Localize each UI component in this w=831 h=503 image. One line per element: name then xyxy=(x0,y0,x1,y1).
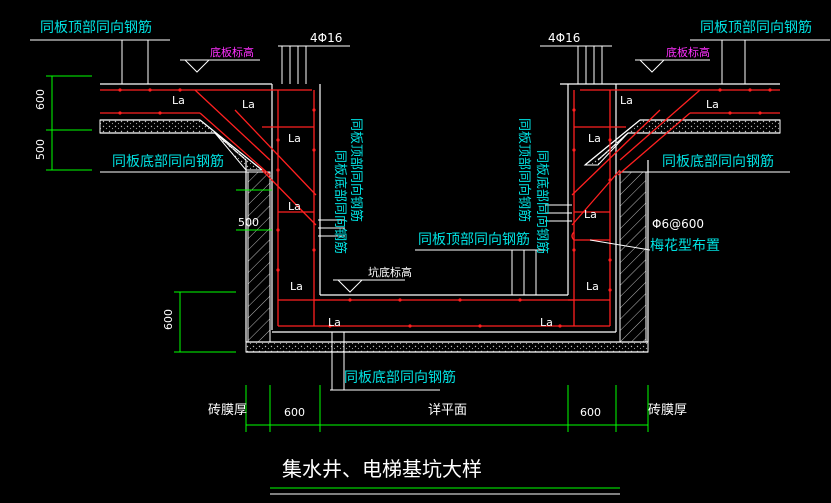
label-la-5: La xyxy=(290,280,303,293)
label-pit-bottom-elev: 坑底标高 xyxy=(368,265,412,279)
rebar-sections xyxy=(118,88,772,328)
label-detail-plan: 详平面 xyxy=(428,403,467,418)
label-la-6: La xyxy=(328,316,341,329)
elevation-markers xyxy=(180,59,710,293)
brick-mould-walls xyxy=(247,171,647,343)
label-tie-layout: 梅花型布置 xyxy=(650,238,720,254)
label-vertical-rebar-right-1: 同板顶部同向钢筋 xyxy=(516,118,532,222)
lean-concrete-layer xyxy=(99,119,781,353)
label-slab-bottom-elev-left: 底板标高 xyxy=(210,45,254,59)
label-la-9: La xyxy=(588,132,601,145)
label-vertical-rebar-left-2: 同板底部同向钢筋 xyxy=(332,150,348,254)
dim-500-mid: 500 xyxy=(238,216,259,229)
label-top-rebar-left: 同板顶部同向钢筋 xyxy=(40,19,152,36)
label-slab-bottom-elev-right: 底板标高 xyxy=(666,45,710,59)
label-tie-bar: Φ6@600 xyxy=(652,217,704,231)
leader-lines xyxy=(30,39,830,391)
label-bars-right: 4Φ16 xyxy=(548,31,580,45)
label-bottom-rebar-right: 同板底部同向钢筋 xyxy=(662,153,774,170)
label-la-4: La xyxy=(288,200,301,213)
label-la-3: La xyxy=(288,132,301,145)
label-brick-right: 砖膜厚 xyxy=(648,403,687,418)
label-bottom-rebar-left: 同板底部同向钢筋 xyxy=(112,153,224,170)
label-top-rebar-right: 同板顶部同向钢筋 xyxy=(700,19,812,36)
label-brick-left: 砖膜厚 xyxy=(208,403,247,418)
label-top-rebar-center: 同板顶部同向钢筋 xyxy=(418,231,530,248)
title-underline xyxy=(270,487,620,495)
label-vertical-rebar-right-2: 同板底部同向钢筋 xyxy=(534,150,550,254)
label-la-8: La xyxy=(706,98,719,111)
dim-600-left: 600 xyxy=(162,309,175,330)
rebar-lines xyxy=(100,89,780,327)
label-la-10: La xyxy=(584,208,597,221)
label-la-7: La xyxy=(620,94,633,107)
dim-600-bottom-right: 600 xyxy=(580,406,601,419)
dimension-lines xyxy=(46,75,649,432)
label-bars-left: 4Φ16 xyxy=(310,31,342,45)
dim-600-bottom-left: 600 xyxy=(284,406,305,419)
label-la-2: La xyxy=(242,98,255,111)
label-vertical-rebar-left-1: 同板顶部同向钢筋 xyxy=(348,118,364,222)
label-la-11: La xyxy=(586,280,599,293)
label-la-12: La xyxy=(540,316,553,329)
dim-500-top: 500 xyxy=(34,139,47,160)
dim-600-top: 600 xyxy=(34,89,47,110)
label-la-1: La xyxy=(172,94,185,107)
label-bottom-rebar-bottom: 同板底部同向钢筋 xyxy=(344,369,456,386)
drawing-title: 集水井、电梯基坑大样 xyxy=(282,457,482,481)
